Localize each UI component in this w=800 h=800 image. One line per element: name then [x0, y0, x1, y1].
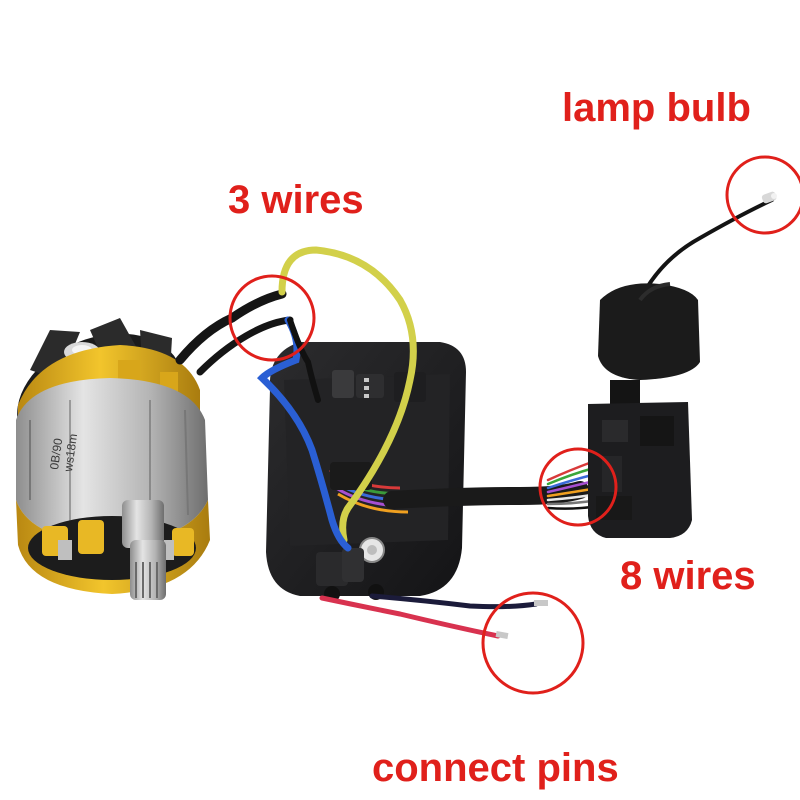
connect-pin-tips	[495, 600, 548, 639]
eight-wires-circle	[538, 447, 618, 527]
connect-wire-black	[369, 593, 539, 610]
annotations	[228, 155, 800, 695]
motor-marking-line2: ws18m	[61, 433, 80, 474]
lamp-bulb	[761, 191, 777, 204]
motor-marking: 0B/90 ws18m	[47, 433, 80, 474]
trigger-switch	[588, 282, 700, 538]
three-wires-label: 3 wires	[228, 178, 364, 222]
black-motor-wire	[287, 317, 321, 403]
connect-wire-red	[319, 595, 501, 639]
eight-wires-label: 8 wires	[620, 554, 756, 598]
motor-marking-line1: 0B/90	[47, 437, 65, 470]
lamp-bulb-label: lamp bulb	[562, 86, 751, 130]
lamp-wire	[638, 198, 774, 302]
connect-pins-label: connect pins	[372, 746, 619, 790]
connect-pins-circle	[481, 591, 585, 695]
yellow-wire	[278, 246, 417, 544]
motor-shaft	[122, 500, 166, 600]
lamp-bulb-circle	[725, 155, 800, 235]
brushless-motor: 0B/90 ws18m	[16, 289, 294, 600]
three-wires-circle	[228, 274, 316, 362]
blue-wire	[256, 316, 352, 552]
controller-board	[266, 342, 466, 602]
